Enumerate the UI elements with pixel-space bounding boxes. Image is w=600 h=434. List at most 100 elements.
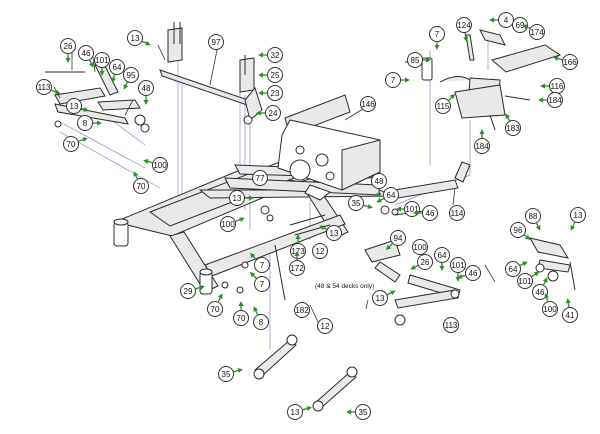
callout-48: 48 <box>138 80 154 105</box>
callout-113: 113 <box>36 79 61 95</box>
callout-circle <box>348 195 364 211</box>
callout-100: 100 <box>542 293 558 317</box>
callout-13: 13 <box>66 98 89 114</box>
callout-46: 46 <box>532 277 548 300</box>
callout-arrowhead <box>143 159 149 164</box>
callout-arrowhead <box>570 225 576 231</box>
callout-circle <box>443 317 459 333</box>
callout-arrowhead <box>65 58 71 63</box>
callout-7: 7 <box>385 72 410 88</box>
callout-8: 8 <box>77 115 102 131</box>
callout-circle <box>208 34 224 50</box>
callout-circle <box>78 45 94 61</box>
callout-number: 13 <box>291 408 300 417</box>
callout-number: 95 <box>127 71 136 80</box>
callout-number: 48 <box>142 84 151 93</box>
callout-arrowhead <box>376 193 382 198</box>
callout-arrowhead <box>199 285 205 290</box>
callout-arrowhead <box>306 406 312 411</box>
callout-173: 173 <box>290 234 306 259</box>
callout-number: 35 <box>222 370 231 379</box>
callout-26: 26 <box>60 38 76 63</box>
callout-number: 8 <box>83 119 88 128</box>
callout-circle <box>207 301 223 317</box>
callout-circle <box>77 115 93 131</box>
callout-arrowhead <box>145 40 151 46</box>
callout-arrowhead <box>410 264 416 270</box>
callout-circle <box>532 284 548 300</box>
callout-circle <box>412 239 428 255</box>
callout-number: 116 <box>551 82 564 91</box>
callout-13: 13 <box>127 30 151 46</box>
callout-35: 35 <box>218 366 243 382</box>
callout-arrowhead <box>239 217 245 223</box>
callout-number: 183 <box>506 124 520 133</box>
callout-64: 64 <box>109 59 125 83</box>
callout-circle <box>180 283 196 299</box>
callout-circle <box>360 96 376 112</box>
callout-circle <box>254 276 270 292</box>
callout-number: 12 <box>316 247 325 256</box>
callout-166: 166 <box>553 54 578 70</box>
deck-note: (48 & 54 decks only) <box>315 283 374 290</box>
callout-number: 13 <box>233 194 242 203</box>
callout-arrowhead <box>253 306 259 312</box>
callout-circle <box>109 59 125 75</box>
callout-12: 12 <box>317 318 333 334</box>
callout-8: 8 <box>253 306 269 330</box>
callout-number: 96 <box>514 226 523 235</box>
callout-circle <box>66 98 82 114</box>
callout-70: 70 <box>207 293 223 317</box>
hardware-pieces <box>221 174 399 301</box>
callout-arrowhead <box>522 24 528 30</box>
callout-64: 64 <box>505 261 528 277</box>
callout-100: 100 <box>143 157 168 173</box>
callout-circle <box>267 67 283 83</box>
callout-arrowhead <box>390 290 396 296</box>
callout-circle <box>505 261 521 277</box>
callout-number: 26 <box>64 42 73 51</box>
callout-number: 46 <box>469 269 478 278</box>
callout-13: 13 <box>229 190 254 206</box>
callout-26: 26 <box>410 254 433 270</box>
callout-183: 183 <box>505 113 521 136</box>
callout-number: 12 <box>321 322 330 331</box>
callout-circle <box>253 314 269 330</box>
callout-arrowhead <box>97 120 102 126</box>
callout-arrowhead <box>143 100 149 105</box>
callout-circle <box>474 138 490 154</box>
callout-number: 23 <box>271 89 280 98</box>
callout-number: 13 <box>70 102 79 111</box>
callout-circle <box>326 225 342 241</box>
callout-number: 100 <box>221 220 235 229</box>
callout-arrowhead <box>426 57 431 63</box>
callout-85: 85 <box>407 52 431 68</box>
callout-number: 172 <box>290 264 304 273</box>
callout-arrowhead <box>524 234 531 240</box>
callout-arrowhead <box>553 56 559 61</box>
callout-number: 7 <box>260 261 265 270</box>
callout-circle <box>435 98 451 114</box>
callout-circle <box>265 105 281 121</box>
callout-number: 25 <box>271 71 280 80</box>
callout-number: 24 <box>269 109 278 118</box>
callout-arrowhead <box>217 293 223 299</box>
callout-circle <box>562 307 578 323</box>
callout-number: 100 <box>153 161 167 170</box>
callout-116: 116 <box>540 78 565 94</box>
callout-circle <box>517 273 533 289</box>
callout-number: 146 <box>361 100 375 109</box>
callout-101: 101 <box>517 271 540 289</box>
callout-circle <box>385 72 401 88</box>
callout-arrowhead <box>319 225 325 231</box>
callout-number: 182 <box>295 306 309 315</box>
callout-46: 46 <box>78 45 94 68</box>
callout-circle <box>133 178 149 194</box>
callout-7: 7 <box>249 252 270 273</box>
callout-number: 114 <box>451 209 464 218</box>
callout-circle <box>233 310 249 326</box>
callout-70: 70 <box>233 301 249 326</box>
callout-arrowhead <box>82 137 88 143</box>
callout-number: 46 <box>426 209 435 218</box>
